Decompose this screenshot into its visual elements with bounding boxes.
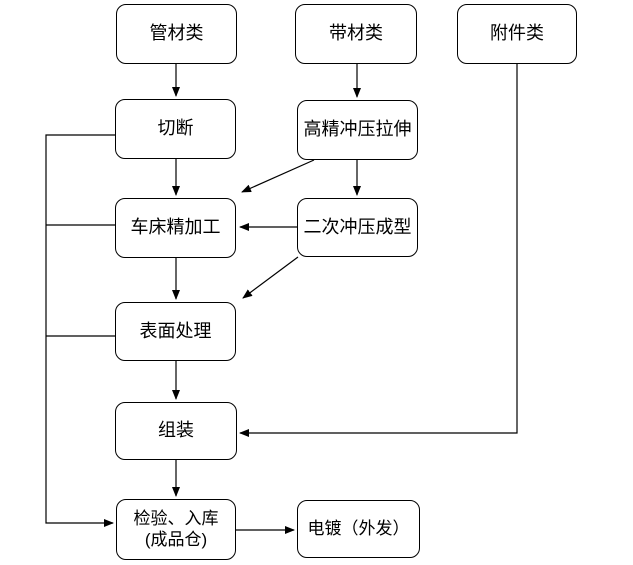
edge-accessory-to-assembly: [239, 64, 518, 437]
inspection-storage-line1: 检验、入库: [133, 508, 219, 528]
node-lathe-finishing: 车床精加工: [115, 198, 236, 258]
node-electroplating: 电镀（外发）: [297, 500, 420, 558]
node-pipe-material: 管材类: [116, 4, 237, 64]
edge-secondary-to-surface-diagonal: [242, 256, 299, 299]
edge-stamping-to-lathe-diagonal: [241, 159, 315, 193]
node-assembly: 组装: [115, 402, 237, 460]
node-inspection-storage: 检验、入库 (成品仓): [116, 499, 236, 560]
node-accessory-material: 附件类: [457, 4, 577, 64]
node-surface-treatment: 表面处理: [115, 302, 236, 361]
inspection-storage-line2: (成品仓): [144, 529, 208, 549]
node-secondary-stamping: 二次冲压成型: [297, 198, 418, 257]
node-cutting: 切断: [115, 99, 236, 159]
node-strip-material: 带材类: [295, 4, 417, 64]
edge-left-rail-to-inspection: [45, 134, 115, 527]
node-precision-stamping: 高精冲压拉伸: [297, 100, 418, 160]
